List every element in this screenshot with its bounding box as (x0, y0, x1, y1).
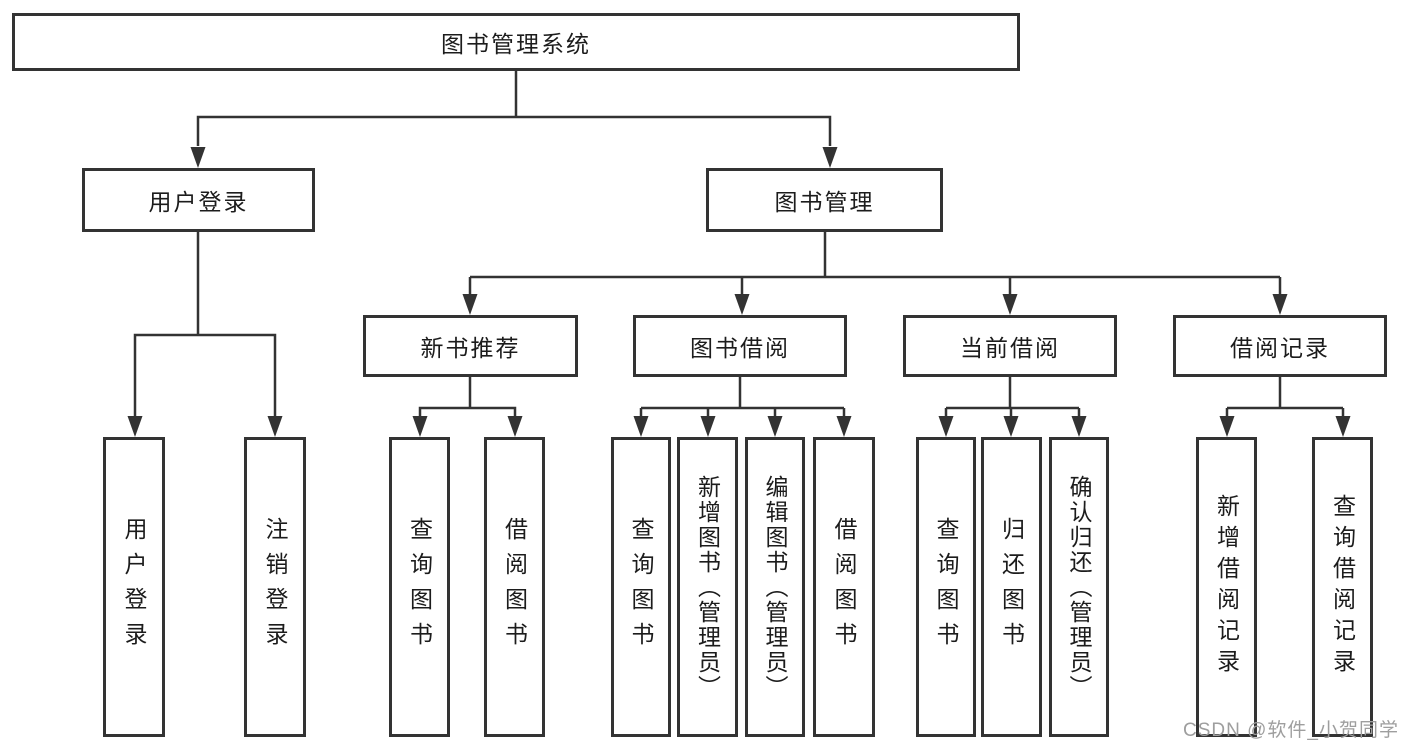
node-book-borrowing: 图书借阅 (633, 315, 847, 377)
node-new-book-recommendation: 新书推荐 (363, 315, 578, 377)
node-book-management: 图书管理 (706, 168, 943, 232)
leaf-confirm-return-admin: 确认归还（管理员） (1049, 437, 1109, 737)
csdn-watermark: CSDN @软件_小贺同学 (1183, 720, 1399, 741)
arrowhead (767, 416, 783, 437)
node-user-login: 用户登录 (82, 168, 315, 232)
leaf-query-books-current: 查询图书 (916, 437, 976, 737)
leaf-user-login: 用户登录 (103, 437, 165, 737)
arrowhead (507, 416, 523, 437)
arrowhead (462, 294, 478, 315)
leaf-query-borrow-record: 查询借阅记录 (1312, 437, 1373, 737)
node-root: 图书管理系统 (12, 13, 1020, 71)
arrowhead (1272, 294, 1288, 315)
leaf-add-borrow-record: 新增借阅记录 (1196, 437, 1257, 737)
arrowhead (1003, 416, 1019, 437)
arrowhead (267, 416, 283, 437)
arrowhead (190, 147, 206, 168)
arrowhead (836, 416, 852, 437)
arrowhead (700, 416, 716, 437)
connector-new-book-to-leaves (418, 377, 517, 416)
node-current-borrowing: 当前借阅 (903, 315, 1117, 377)
leaf-return-book: 归还图书 (981, 437, 1042, 737)
leaf-query-books-recommend: 查询图书 (389, 437, 450, 737)
connector-current-borrow-to-leaves (944, 377, 1081, 416)
connector-user-login-to-leaves (133, 232, 277, 416)
arrowhead (1071, 416, 1087, 437)
leaf-borrow-books-recommend: 借阅图书 (484, 437, 545, 737)
leaf-query-books-borrow: 查询图书 (611, 437, 671, 737)
arrowhead (734, 294, 750, 315)
arrowhead (127, 416, 143, 437)
leaf-edit-book-admin: 编辑图书（管理员） (745, 437, 805, 737)
arrowhead (412, 416, 428, 437)
arrowhead (1335, 416, 1351, 437)
arrowhead (1002, 294, 1018, 315)
leaf-add-book-admin: 新增图书（管理员） (677, 437, 738, 737)
connector-book-management-to-level3 (468, 232, 1282, 294)
node-borrowing-records: 借阅记录 (1173, 315, 1387, 377)
leaf-logout: 注销登录 (244, 437, 306, 737)
arrowhead (1219, 416, 1235, 437)
connector-borrow-records-to-leaves (1225, 377, 1345, 416)
arrowhead (633, 416, 649, 437)
leaf-borrow-books: 借阅图书 (813, 437, 875, 737)
connector-book-borrow-to-leaves (639, 377, 846, 416)
arrowhead (938, 416, 954, 437)
arrowhead (822, 147, 838, 168)
connector-root-to-level2 (196, 70, 832, 146)
